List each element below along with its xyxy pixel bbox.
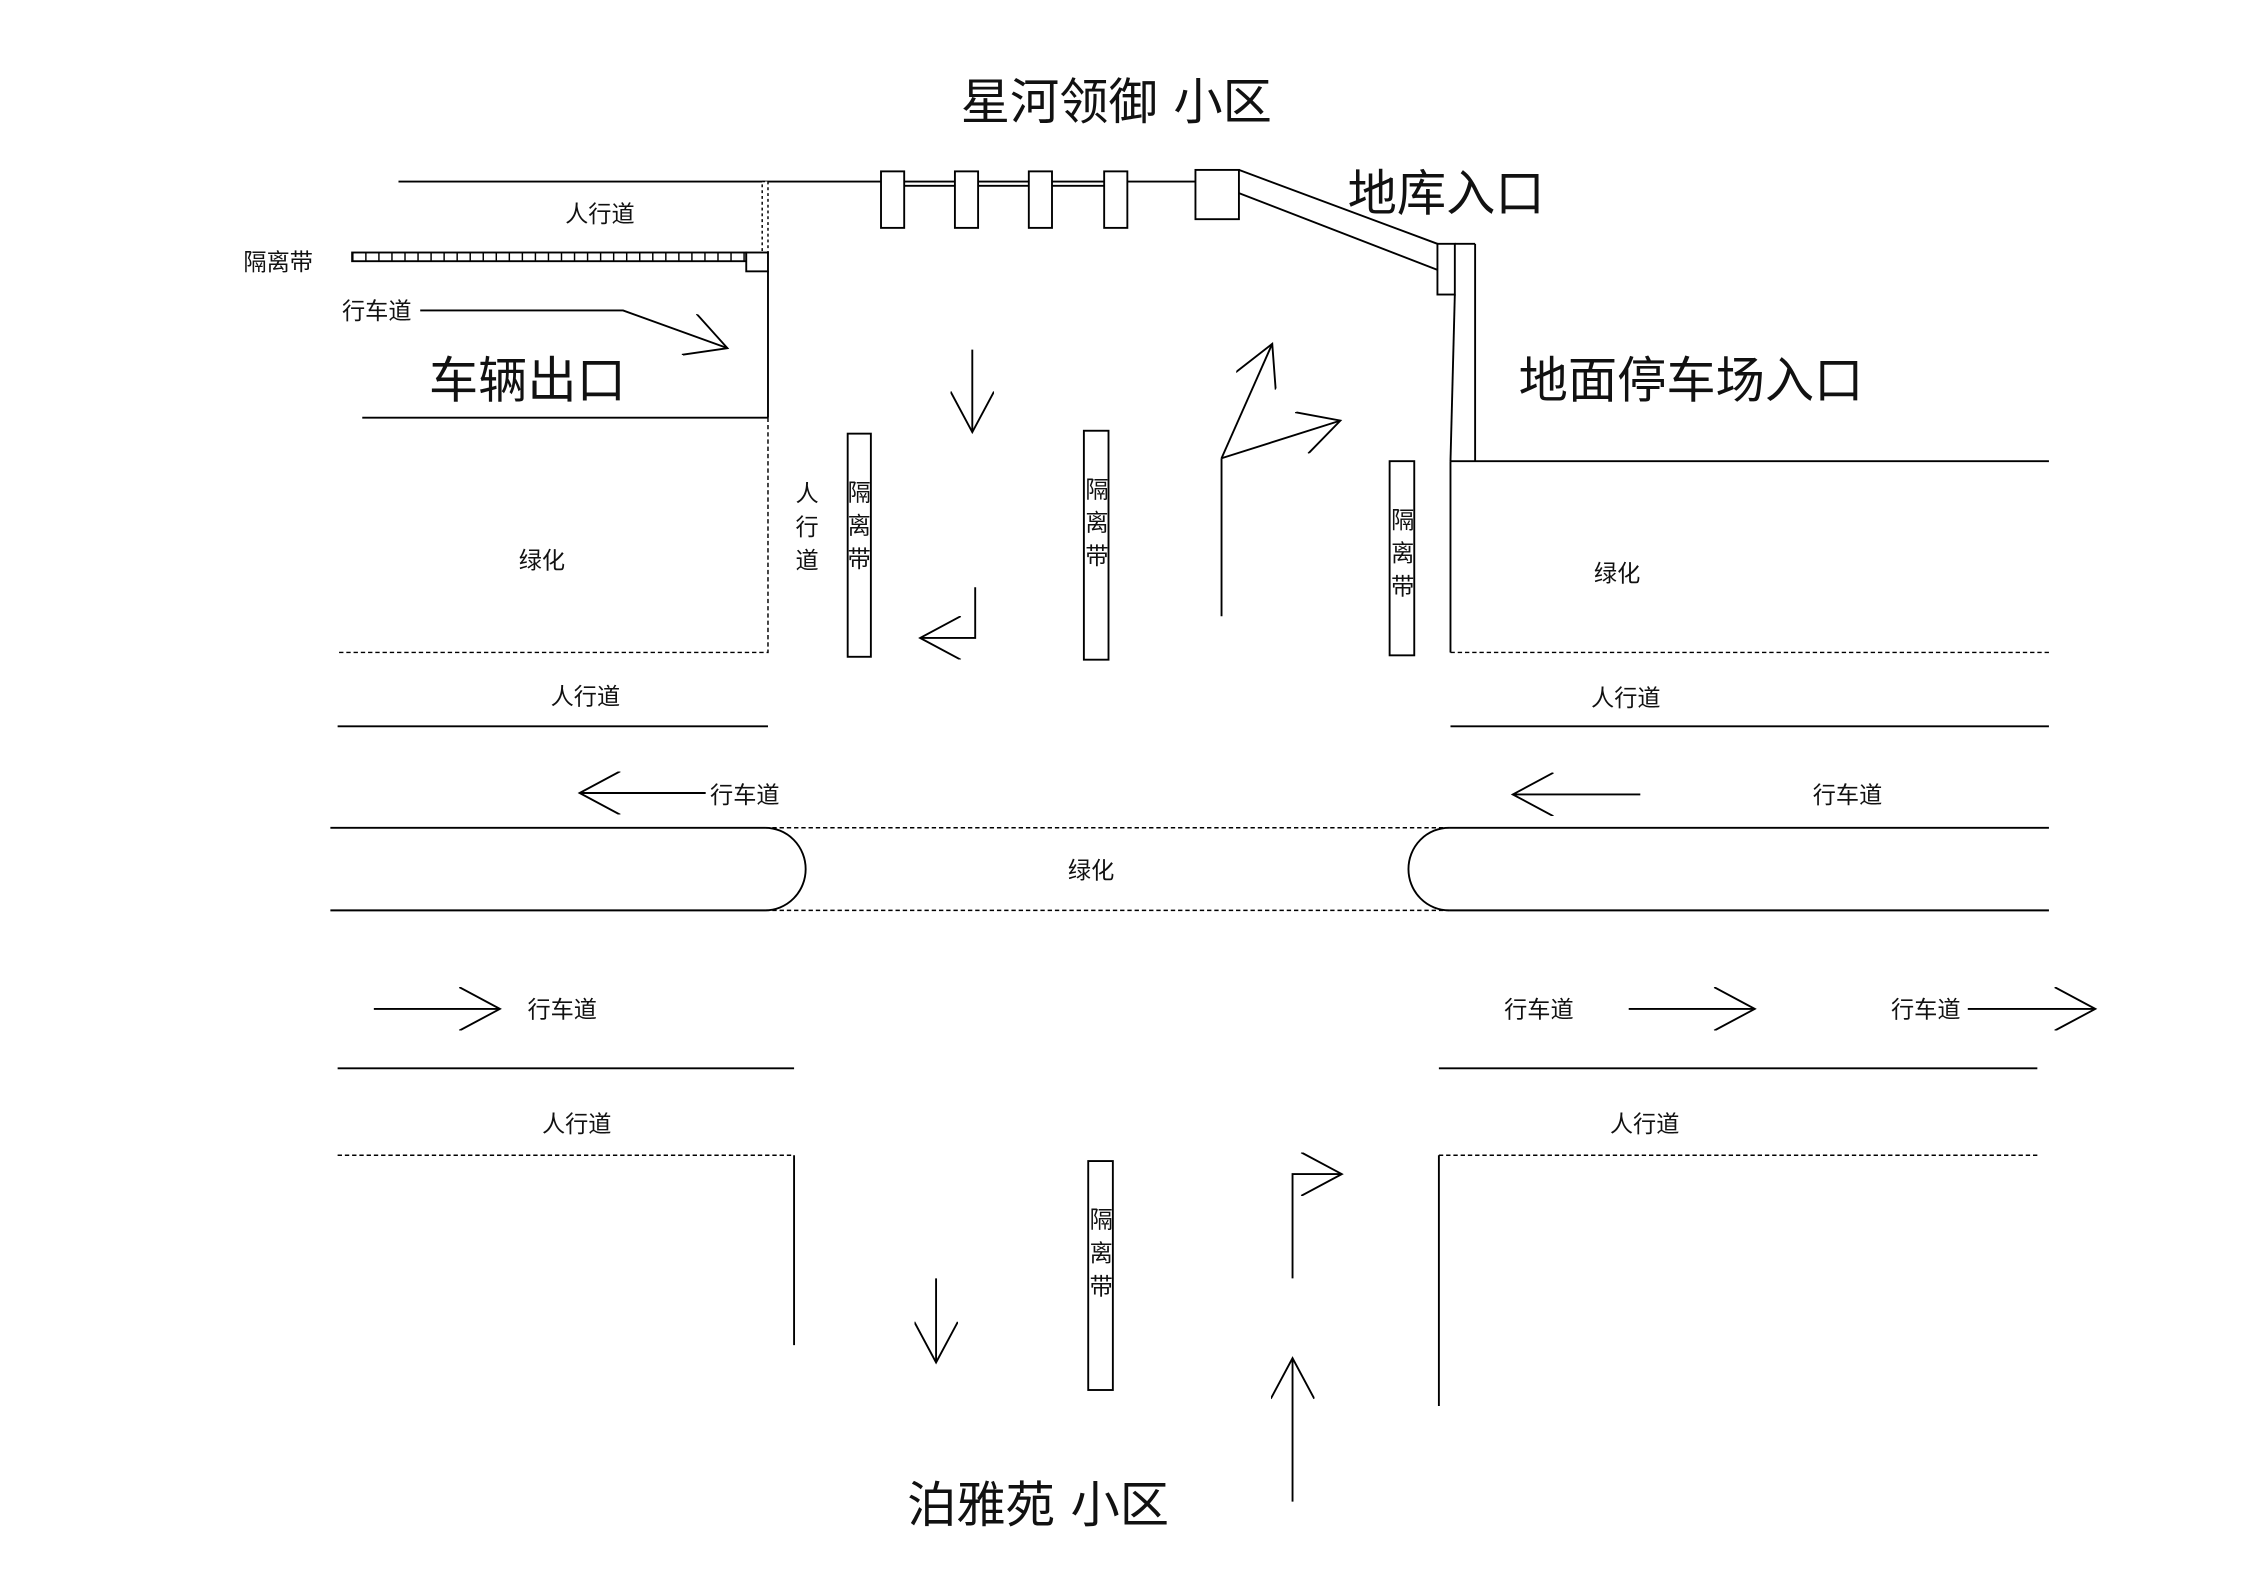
turn-left-arrow [920,587,977,638]
svg-text:带: 带 [1090,1273,1113,1300]
exit-pointer-arrow [420,309,727,348]
svg-text:隔: 隔 [1090,1207,1113,1234]
separator-4: 隔 离 带 [1087,1160,1114,1391]
separator-3: 隔 离 带 [1388,460,1416,657]
lane-label: 行车道 [342,298,412,325]
lane-label: 行车道 [527,997,597,1024]
gate-post [1027,170,1053,229]
upper-right-block: 绿化 [1449,460,2049,654]
sidewalk-label: 人行道 [1591,685,1661,712]
title-top: 星河领御 小区 [961,73,1272,131]
garage-gate-box [1194,168,1240,221]
up-right-arrows [1220,344,1341,617]
svg-text:离: 离 [1085,510,1108,537]
gate-post [1103,170,1129,229]
svg-text:隔: 隔 [1085,476,1108,503]
upper-left-block: 人行道 隔离带 行车道 绿化 人 行 道 [243,180,819,654]
lane-label: 行车道 [1813,782,1883,809]
median-green: 绿化 [330,826,2049,912]
svg-text:离: 离 [848,513,871,540]
green-label: 绿化 [1068,857,1114,884]
sidewalk-label: 人行道 [565,201,635,228]
svg-text:带: 带 [1085,543,1108,570]
sidewalk-label: 人行道 [1610,1111,1680,1138]
turn-right-arrow [1291,1174,1342,1279]
svg-text:离: 离 [1391,540,1414,567]
sidewalk-label: 人行道 [542,1111,612,1138]
garage-entrance-label: 地库入口 [1348,164,1545,222]
surface-parking-entrance-label: 地面停车场入口 [1519,351,1864,409]
title-bottom: 泊雅苑 小区 [907,1476,1169,1534]
svg-text:隔: 隔 [1391,507,1414,534]
vertical-sidewalk-char: 行 [796,514,819,541]
svg-text:隔: 隔 [848,479,871,506]
top-boundary [398,168,1477,462]
separator-2: 隔 离 带 [1082,429,1110,661]
green-label: 绿化 [1594,560,1640,587]
separator-1: 隔 离 带 [846,432,872,658]
sidewalk-label: 人行道 [551,684,621,711]
svg-text:带: 带 [848,546,871,573]
vertical-sidewalk-char: 道 [796,547,819,574]
vertical-sidewalk-char: 人 [796,481,819,508]
vehicle-exit-label: 车辆出口 [429,351,626,409]
svg-text:带: 带 [1391,573,1414,600]
svg-text:离: 离 [1090,1240,1113,1267]
separator-label: 隔离带 [243,249,313,276]
lane-label: 行车道 [1891,997,1961,1024]
gate-post [880,170,906,229]
green-label: 绿化 [519,547,565,574]
gate-post [953,170,980,229]
lane-label: 行车道 [710,782,780,809]
lane-label: 行车道 [1504,997,1574,1024]
